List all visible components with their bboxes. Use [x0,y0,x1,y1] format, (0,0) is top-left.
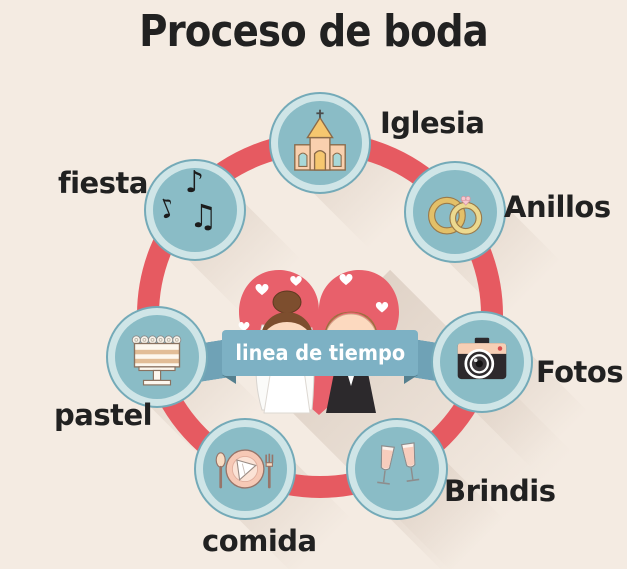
timeline-banner-label: linea de tiempo [235,341,405,365]
step-label-anillos: Anillos [504,190,611,224]
timeline-banner: linea de tiempo [222,330,418,376]
wedding-cake-icon [115,315,199,399]
step-label-fiesta: fiesta [58,166,148,200]
music-note-glyph: ♪ [153,191,181,227]
music-notes-icon: ♪ ♪ ♫ [153,168,237,252]
step-circle-fotos [431,311,533,413]
music-note-glyph: ♪ [185,165,205,200]
step-label-brindis: Brindis [444,474,556,508]
banner-fold-left [222,375,236,384]
step-label-fotos: Fotos [536,355,624,389]
dinner-plate-icon [203,427,287,511]
step-label-pastel: pastel [54,398,153,432]
step-circle-fiesta: ♪ ♪ ♫ [144,159,246,261]
step-circle-brindis [346,418,448,520]
church-icon [278,101,362,185]
music-note-glyph: ♫ [189,197,218,235]
champagne-toast-icon [355,427,439,511]
page-title: Proceso de boda [139,6,489,57]
camera-icon [440,320,524,404]
step-circle-iglesia [269,92,371,194]
step-label-comida: comida [202,524,317,558]
step-circle-anillos [404,161,506,263]
rings-icon [413,170,497,254]
step-label-iglesia: Iglesia [380,106,485,140]
step-circle-comida [194,418,296,520]
step-circle-pastel [106,306,208,408]
